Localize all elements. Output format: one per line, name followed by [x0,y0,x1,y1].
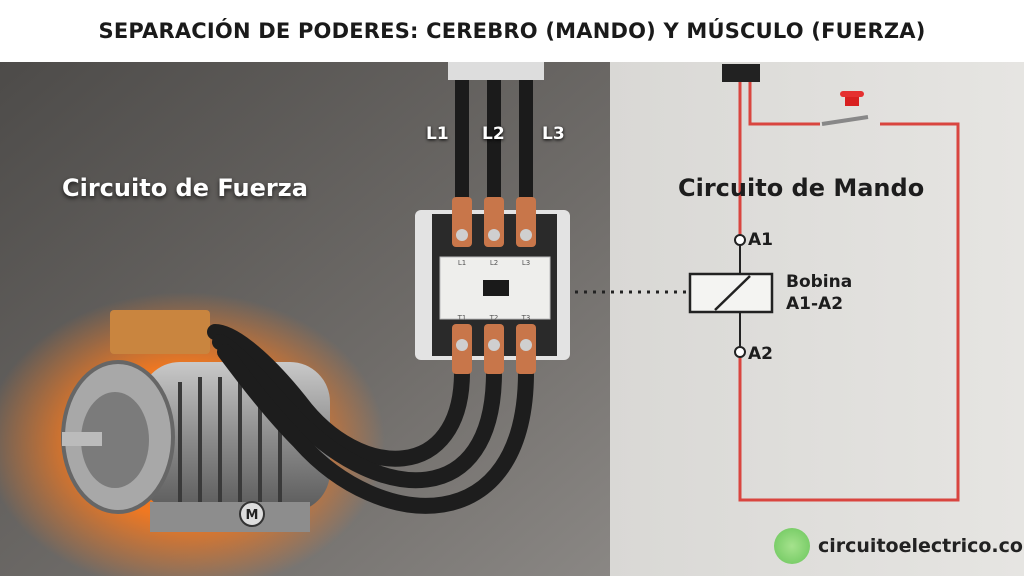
contactor-top-terminal: L1 [458,259,466,267]
terminal-a2 [734,346,746,358]
contactor-top-terminal: L2 [490,259,498,267]
top-breaker [448,62,544,80]
control-circuit-label: Circuito de Mando [678,174,925,202]
terminal-a1 [734,234,746,246]
brand-url: circuitoelectrico.com [818,535,1024,557]
coil-label: Bobina [786,272,853,292]
page-title: SEPARACIÓN DE PODERES: CEREBRO (MANDO) Y… [0,0,1024,62]
line-label-l1: L1 [426,124,449,144]
power-circuit-label: Circuito de Fuerza [62,174,308,202]
coil-symbol [688,272,774,314]
contactor-bottom-terminal: T1 [457,314,467,322]
motor-badge: M [246,508,259,523]
line-label-l3: L3 [542,124,565,144]
push-button [821,91,869,126]
control-wiring [738,82,960,502]
illustration-graphic: M L1 L2 L3 T1 T2 T3 [0,55,1024,580]
contactor: L1 L2 L3 T1 T2 T3 [415,197,570,374]
contactor-bottom-terminal: T2 [489,314,499,322]
terminal-a1-label: A1 [748,230,773,250]
control-terminal-block [722,64,760,82]
terminal-a2-label: A2 [748,344,773,364]
incoming-cables [455,55,533,219]
contactor-top-terminal: L3 [522,259,530,267]
line-label-l2: L2 [482,124,505,144]
brand-logo-icon [774,528,810,564]
illustration: M L1 L2 L3 T1 T2 T3 [0,55,1024,580]
contactor-bottom-terminal: T3 [521,314,531,322]
coil-terminals-label: A1-A2 [786,294,844,314]
brand-watermark: circuitoelectrico.com [774,528,1024,564]
motor-cables [207,324,534,514]
control-side-wall [610,62,1024,576]
